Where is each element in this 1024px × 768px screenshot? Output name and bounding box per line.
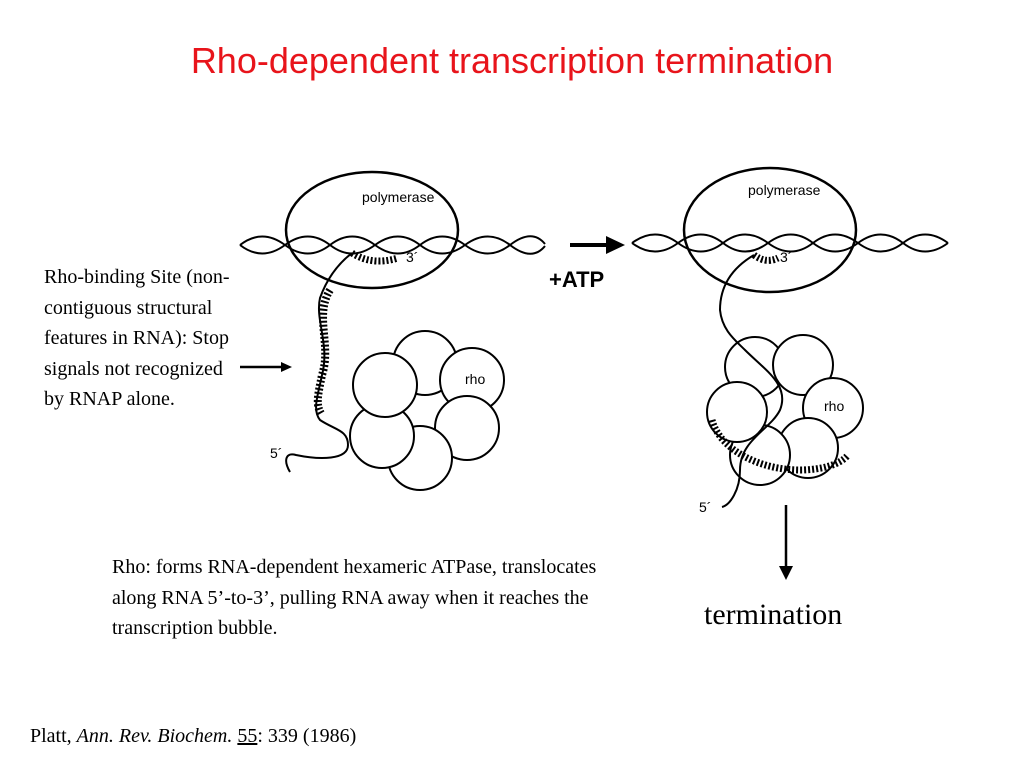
atp-arrow: +ATP xyxy=(549,236,625,292)
dna-strand-right-b xyxy=(631,233,949,253)
three-prime-label-left: 3´ xyxy=(406,249,418,265)
rna-hybrid-left xyxy=(350,249,400,265)
rho-subunit xyxy=(772,334,834,396)
right-panel: polymerase 3´ rho 5´ xyxy=(631,166,949,580)
rho-binding-site-note: Rho-binding Site (non-contiguous structu… xyxy=(44,266,230,410)
termination-label: termination xyxy=(704,598,843,631)
citation-pages: : 339 (1986) xyxy=(257,725,357,747)
polymerase-right xyxy=(682,166,858,294)
rna-strand-left xyxy=(285,252,353,473)
rho-label-left: rho xyxy=(465,371,485,387)
rho-binding-site xyxy=(313,287,334,418)
citation-journal: Ann. Rev. Biochem. xyxy=(76,725,233,747)
citation: Platt, Ann. Rev. Biochem. 55: 339 (1986) xyxy=(30,725,356,748)
rho-function-note: Rho: forms RNA-dependent hexameric ATPas… xyxy=(112,556,597,639)
citation-separator: , xyxy=(66,725,77,747)
polymerase-label-left: polymerase xyxy=(362,189,435,205)
citation-author: Platt xyxy=(30,725,67,747)
rna-strand-right xyxy=(718,254,784,508)
five-prime-label-right: 5´ xyxy=(699,499,711,515)
rho-subunit xyxy=(706,381,768,443)
five-prime-label-left: 5´ xyxy=(270,445,282,461)
dna-strand-right-a xyxy=(631,233,949,253)
dna-strand-left-b xyxy=(239,235,546,255)
rna-hybrid-right xyxy=(751,252,780,264)
rho-subunit xyxy=(352,352,418,418)
atp-label: +ATP xyxy=(549,267,604,292)
dna-strand-left-a xyxy=(239,235,546,255)
citation-volume: 55 xyxy=(237,725,258,747)
polymerase-left xyxy=(284,170,460,290)
rho-label-right: rho xyxy=(824,398,844,414)
three-prime-label-right: 3´ xyxy=(780,249,792,265)
pointer-arrow xyxy=(240,362,292,372)
left-panel: polymerase 3´ 5´ rho xyxy=(239,170,546,491)
rho-binding-site-wrapped xyxy=(708,418,851,474)
rho-subunit xyxy=(434,395,500,461)
slide-title: Rho-dependent transcription termination xyxy=(190,40,834,81)
polymerase-label-right: polymerase xyxy=(748,182,821,198)
